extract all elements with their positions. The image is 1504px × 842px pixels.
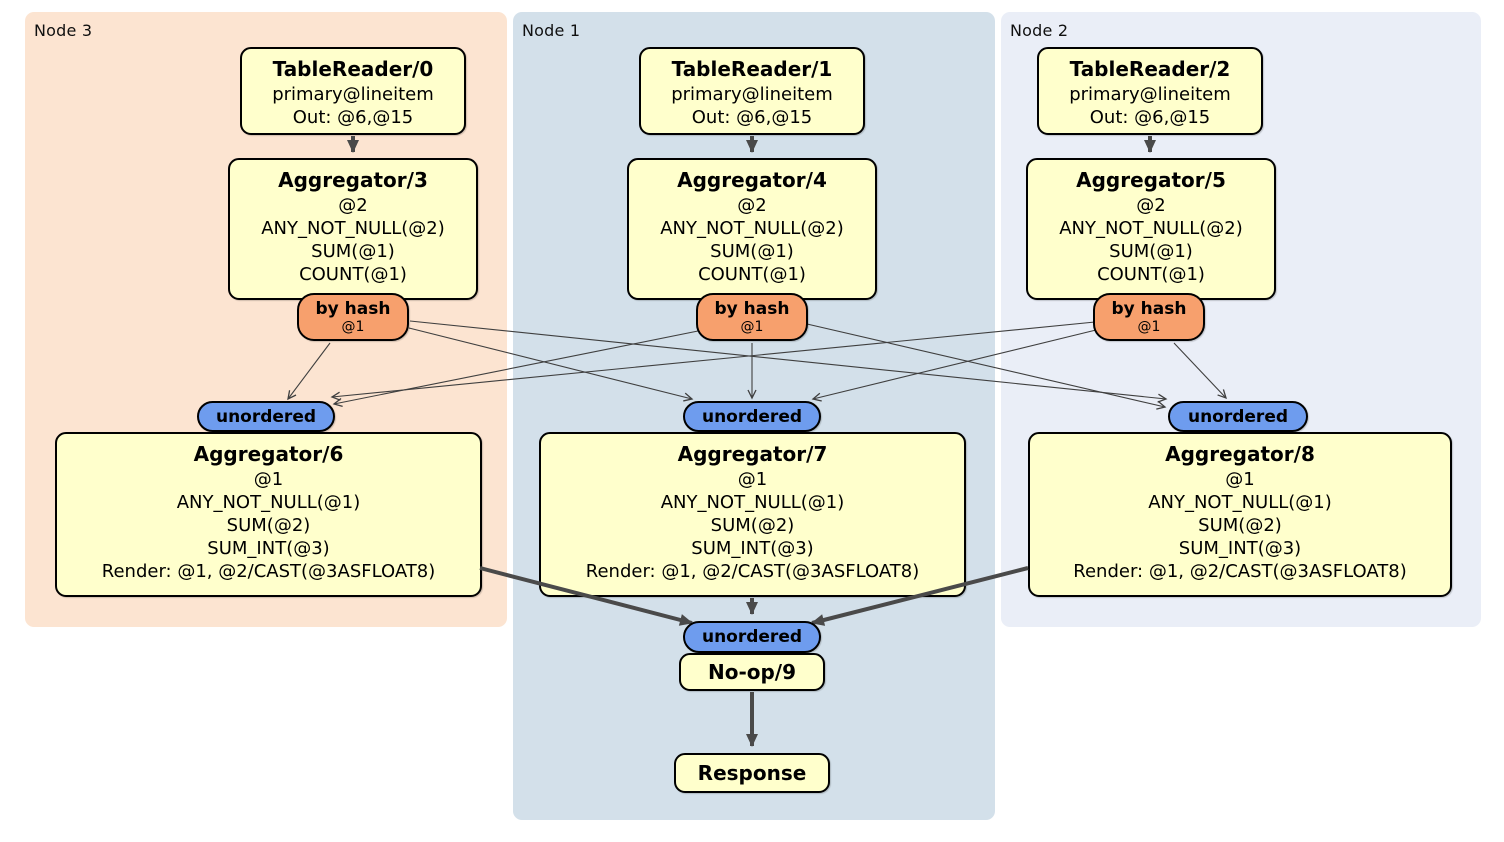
operator-detail: Render: @1, @2/CAST(@3ASFLOAT8)	[1073, 561, 1407, 582]
operator-detail: SUM(@1)	[1109, 241, 1193, 262]
operator-box-aggregator-3: Aggregator/3 @2 ANY_NOT_NULL(@2) SUM(@1)…	[228, 158, 478, 300]
operator-title: Aggregator/5	[1076, 168, 1226, 192]
operator-box-tablereader-1: TableReader/1 primary@lineitem Out: @6,@…	[639, 47, 865, 135]
operator-detail: primary@lineitem	[272, 84, 434, 105]
operator-detail: ANY_NOT_NULL(@2)	[660, 218, 844, 239]
router-by-hash-0: by hash @1	[297, 293, 409, 341]
operator-detail: SUM_INT(@3)	[207, 538, 330, 559]
operator-detail: COUNT(@1)	[299, 264, 407, 285]
operator-box-aggregator-8: Aggregator/8 @1 ANY_NOT_NULL(@1) SUM(@2)…	[1028, 432, 1452, 597]
operator-detail: ANY_NOT_NULL(@2)	[1059, 218, 1243, 239]
operator-title: TableReader/1	[671, 57, 833, 81]
sync-unordered-final: unordered	[683, 621, 821, 653]
operator-title: TableReader/0	[272, 57, 434, 81]
operator-detail: primary@lineitem	[671, 84, 833, 105]
operator-title: TableReader/2	[1069, 57, 1231, 81]
operator-title: Aggregator/6	[193, 442, 344, 466]
operator-detail: Render: @1, @2/CAST(@3ASFLOAT8)	[101, 561, 436, 582]
operator-detail: Out: @6,@15	[1089, 107, 1211, 128]
router-detail: @1	[1137, 319, 1161, 335]
node-region-label: Node 1	[522, 21, 581, 40]
operator-title: Aggregator/3	[278, 168, 428, 192]
operator-detail: Out: @6,@15	[691, 107, 813, 128]
operator-box-aggregator-5: Aggregator/5 @2 ANY_NOT_NULL(@2) SUM(@1)…	[1026, 158, 1276, 300]
router-by-hash-2: by hash @1	[1093, 293, 1205, 341]
operator-box-tablereader-2: TableReader/2 primary@lineitem Out: @6,@…	[1037, 47, 1263, 135]
operator-box-response: Response	[674, 753, 830, 793]
operator-detail: SUM(@1)	[710, 241, 794, 262]
operator-detail: SUM(@1)	[311, 241, 395, 262]
node-region-label: Node 2	[1010, 21, 1069, 40]
sync-label: unordered	[215, 406, 317, 427]
operator-detail: @1	[253, 469, 284, 490]
operator-title: Aggregator/4	[677, 168, 827, 192]
operator-detail: SUM_INT(@3)	[691, 538, 814, 559]
sync-label: unordered	[701, 406, 803, 427]
operator-detail: ANY_NOT_NULL(@1)	[660, 492, 845, 513]
sync-label: unordered	[701, 627, 803, 647]
sync-unordered-node1: unordered	[683, 401, 821, 432]
operator-detail: primary@lineitem	[1069, 84, 1231, 105]
operator-detail: Out: @6,@15	[292, 107, 414, 128]
operator-detail: SUM_INT(@3)	[1178, 538, 1302, 559]
operator-detail: SUM(@2)	[226, 515, 311, 536]
operator-title: No-op/9	[707, 659, 797, 684]
router-detail: @1	[740, 319, 764, 335]
operator-box-noop-9: No-op/9	[679, 653, 825, 691]
sync-unordered-node2: unordered	[1168, 401, 1308, 432]
operator-box-aggregator-6: Aggregator/6 @1 ANY_NOT_NULL(@1) SUM(@2)…	[55, 432, 482, 597]
router-detail: @1	[341, 319, 365, 335]
operator-detail: @2	[338, 195, 368, 216]
operator-box-aggregator-7: Aggregator/7 @1 ANY_NOT_NULL(@1) SUM(@2)…	[539, 432, 966, 597]
router-label: by hash	[315, 299, 391, 319]
operator-detail: @2	[1136, 195, 1166, 216]
router-label: by hash	[1111, 299, 1187, 319]
node-region-label: Node 3	[34, 21, 93, 40]
operator-detail: ANY_NOT_NULL(@1)	[176, 492, 361, 513]
operator-title: Aggregator/7	[677, 442, 828, 466]
operator-detail: @1	[737, 469, 768, 490]
operator-detail: SUM(@2)	[1198, 515, 1282, 536]
operator-detail: @2	[737, 195, 767, 216]
operator-detail: @1	[1225, 469, 1255, 490]
operator-detail: COUNT(@1)	[698, 264, 806, 285]
sync-unordered-node3: unordered	[197, 401, 335, 432]
operator-detail: COUNT(@1)	[1097, 264, 1205, 285]
operator-detail: SUM(@2)	[710, 515, 795, 536]
operator-detail: Render: @1, @2/CAST(@3ASFLOAT8)	[585, 561, 920, 582]
router-label: by hash	[714, 299, 790, 319]
operator-detail: ANY_NOT_NULL(@2)	[261, 218, 445, 239]
sync-label: unordered	[1187, 406, 1289, 427]
operator-title: Response	[697, 760, 807, 785]
operator-detail: ANY_NOT_NULL(@1)	[1148, 492, 1332, 513]
operator-box-tablereader-0: TableReader/0 primary@lineitem Out: @6,@…	[240, 47, 466, 135]
operator-title: Aggregator/8	[1165, 442, 1315, 466]
operator-box-aggregator-4: Aggregator/4 @2 ANY_NOT_NULL(@2) SUM(@1)…	[627, 158, 877, 300]
router-by-hash-1: by hash @1	[696, 293, 808, 341]
